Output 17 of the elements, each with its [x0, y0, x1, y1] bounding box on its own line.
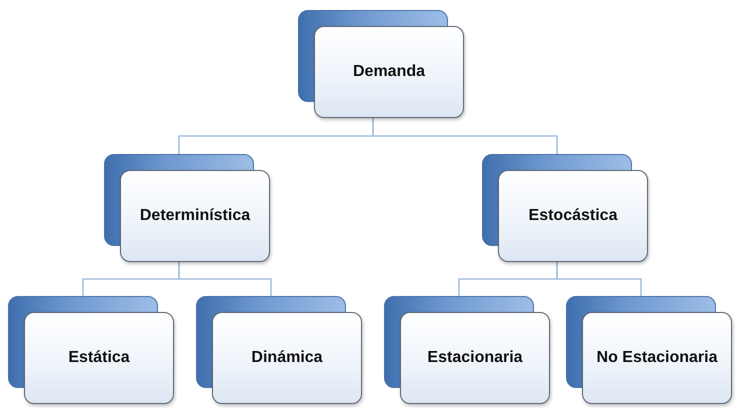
connector-line: [178, 262, 272, 296]
stacked-box: [482, 154, 648, 262]
node-label: Estática: [67, 349, 131, 367]
node-label: Dinámica: [250, 349, 324, 367]
connector-line: [372, 118, 558, 154]
stacked-box: [566, 296, 732, 404]
stacked-box: [104, 154, 270, 262]
stacked-box: [8, 296, 174, 404]
stacked-box: [384, 296, 550, 404]
stacked-box: [298, 10, 464, 118]
node-label: No Estacionaria: [596, 349, 719, 367]
node-label: Determinística: [138, 207, 252, 225]
node-label: Estocástica: [528, 207, 619, 225]
connector-line: [556, 262, 642, 296]
node-label: Estacionaria: [426, 349, 524, 367]
node-label: Demanda: [352, 63, 426, 81]
stacked-box: [196, 296, 362, 404]
